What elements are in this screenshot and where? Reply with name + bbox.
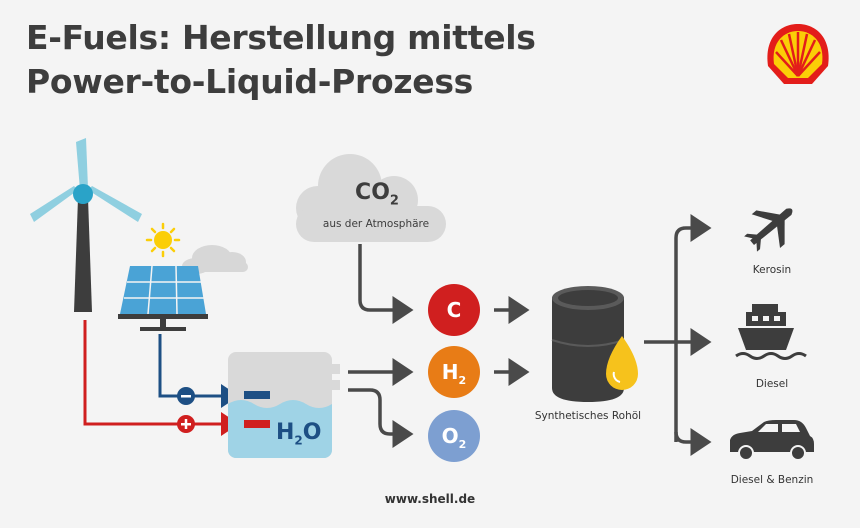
output-label-benzin: Diesel & Benzin bbox=[730, 474, 814, 486]
solar-panel-icon bbox=[118, 265, 208, 331]
oxygen-circle: O2 bbox=[428, 410, 480, 462]
sun-icon bbox=[145, 222, 181, 258]
page-title: E-Fuels: Herstellung mittels Power-to-Li… bbox=[26, 16, 536, 104]
carbon-circle: C bbox=[428, 284, 480, 336]
co2-label: CO2 bbox=[355, 180, 399, 209]
hydrogen-circle: H2 bbox=[428, 346, 480, 398]
co2-subtitle: aus der Atmosphäre bbox=[322, 218, 430, 230]
footer-url[interactable]: www.shell.de bbox=[384, 492, 476, 506]
shell-logo-icon bbox=[767, 24, 829, 84]
ship-icon bbox=[735, 304, 807, 360]
oil-drop-icon bbox=[606, 336, 638, 390]
title-line-1: E-Fuels: Herstellung mittels bbox=[26, 18, 536, 57]
co2-to-c-arrow bbox=[358, 244, 414, 324]
output-label-kerosin: Kerosin bbox=[752, 264, 792, 276]
to-kerosin-arrow bbox=[674, 214, 712, 442]
car-icon bbox=[730, 420, 814, 461]
airplane-icon bbox=[744, 208, 793, 252]
barrel-label: Synthetisches Rohöl bbox=[534, 410, 642, 422]
barrel-icon bbox=[551, 286, 625, 402]
wind-turbine-icon bbox=[30, 138, 142, 312]
to-benzin-arrow bbox=[674, 428, 712, 456]
water-label: H2O bbox=[276, 420, 322, 448]
co2-cloud-icon bbox=[296, 154, 446, 242]
output-label-diesel: Diesel bbox=[755, 378, 789, 390]
tank-to-o2-arrow bbox=[348, 388, 414, 448]
title-line-2: Power-to-Liquid-Prozess bbox=[26, 62, 474, 101]
electrolyser-tank-icon bbox=[228, 352, 340, 458]
